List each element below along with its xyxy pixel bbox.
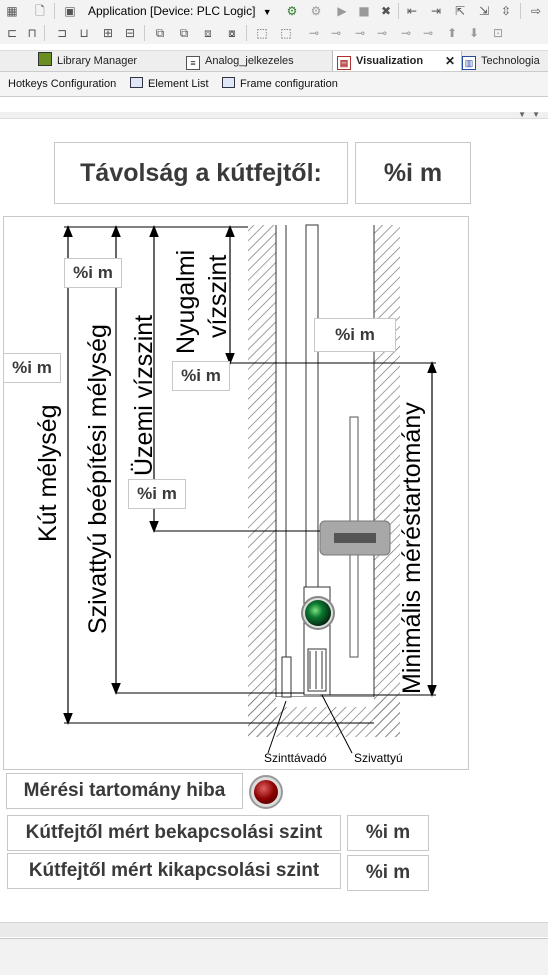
tab-label: Element List	[148, 78, 209, 90]
active-application-label: Application [Device: PLC Logic]	[88, 4, 256, 18]
level-sensor	[281, 656, 292, 698]
move-up-icon[interactable]: ⬆	[446, 26, 458, 40]
distance-value: %i m	[355, 142, 471, 204]
pump-depth-label: Szivattyú beépítési mélység	[84, 324, 112, 634]
well-wall-left	[248, 225, 276, 737]
tab-label: Frame configuration	[240, 78, 338, 90]
tab-label: Hotkeys Configuration	[8, 78, 117, 90]
close-icon[interactable]: ✕	[444, 54, 455, 68]
list-icon	[130, 77, 143, 88]
well-depth-value: %i m	[3, 353, 61, 383]
well-depth-label: Kút mélység	[34, 404, 62, 542]
step-out-icon[interactable]: ⇱	[454, 4, 466, 18]
measure-range-value: %i m	[314, 318, 396, 352]
center-v-icon[interactable]: ⊟	[124, 26, 136, 40]
stop-icon[interactable]: ■	[358, 4, 370, 18]
send-back-icon[interactable]: ⧉	[179, 26, 189, 40]
start-icon[interactable]: ▶	[337, 4, 347, 18]
static-level-label-1: Nyugalmi	[172, 249, 200, 354]
tab-technologia[interactable]: ▥ Technologia	[460, 51, 548, 71]
grid-snap-icon[interactable]: ⊡	[492, 26, 504, 40]
main-toolbar: ▦ 🗋 ▣ Application [Device: PLC Logic] ▼ …	[0, 0, 548, 22]
align-left-icon[interactable]: ⊏	[6, 26, 18, 40]
on-level-label: Kútfejtől mért bekapcsolási szint	[7, 815, 341, 851]
range-error-lamp	[249, 775, 283, 809]
program-icon: ≡	[186, 56, 200, 70]
next-statement-icon[interactable]: ⇨	[530, 4, 542, 18]
bottom-panel	[0, 938, 548, 975]
connector-4-icon[interactable]: ⊸	[376, 26, 388, 40]
visualization-icon: ▥	[462, 56, 476, 70]
step-into-icon[interactable]: ⇥	[430, 4, 442, 18]
frame-icon	[222, 77, 235, 88]
connector-5-icon[interactable]: ⊸	[400, 26, 412, 40]
operating-level-label: Üzemi vízszint	[130, 314, 158, 476]
device-icon[interactable]: ▣	[64, 4, 76, 18]
tab-frame-configuration[interactable]: Frame configuration	[222, 72, 342, 96]
tab-element-list[interactable]: Element List	[130, 72, 214, 96]
connector-2-icon[interactable]: ⊸	[330, 26, 342, 40]
group-icon[interactable]: ⧈	[204, 26, 212, 40]
library-icon	[38, 52, 52, 66]
visualization-toolbar: ⊏ ⊓ ⊐ ⊔ ⊞ ⊟ ⧉ ⧉ ⧈ ⧇ ⬚ ⬚ ⊸ ⊸ ⊸ ⊸ ⊸ ⊸ ⬆ ⬇ …	[0, 22, 548, 44]
same-width-icon[interactable]: ⬚	[256, 26, 268, 40]
same-height-icon[interactable]: ⬚	[280, 26, 292, 40]
tab-analog-jelkezeles[interactable]: ≡ Analog_jelkezeles	[182, 51, 326, 71]
reset-icon[interactable]: ✖	[380, 4, 392, 18]
operating-level-value: %i m	[128, 479, 186, 509]
pump-depth-value: %i m	[64, 258, 122, 288]
bring-front-icon[interactable]: ⧉	[155, 26, 165, 40]
active-application-combo[interactable]: Application [Device: PLC Logic] ▼	[88, 2, 272, 20]
move-down-icon[interactable]: ⬇	[468, 26, 480, 40]
tab-visualization[interactable]: ▤ Visualization ✕	[332, 51, 462, 71]
tab-hotkeys-configuration[interactable]: Hotkeys Configuration	[0, 72, 130, 96]
connector-1-icon[interactable]: ⊸	[308, 26, 320, 40]
chevron-down-icon[interactable]: ▼	[532, 110, 540, 119]
static-level-value: %i m	[172, 361, 230, 391]
new-file-icon[interactable]: 🗋	[35, 4, 45, 18]
alarm-lamp-icon	[254, 780, 278, 804]
horizontal-scrollbar[interactable]	[0, 922, 548, 937]
visualization-subtab-bar: Hotkeys Configuration Element List Frame…	[0, 72, 548, 97]
chevron-down-icon: ▼	[262, 7, 272, 17]
chevron-down-icon[interactable]: ▼	[518, 110, 526, 119]
breakpoint-icon[interactable]: ⇳	[500, 4, 512, 18]
login-icon[interactable]: ⚙	[286, 4, 298, 18]
editor-tab-bar: Library Manager ≡ Analog_jelkezeles ▤ Visu…	[0, 50, 548, 72]
align-top-icon[interactable]: ⊓	[27, 26, 37, 40]
tab-label: Visualization	[356, 55, 424, 67]
connector-3-icon[interactable]: ⊸	[354, 26, 366, 40]
on-level-value: %i m	[347, 815, 429, 851]
align-bottom-icon[interactable]: ⊔	[79, 26, 89, 40]
ungroup-icon[interactable]: ⧇	[228, 26, 236, 40]
min-measure-range-label: Minimális méréstartomány	[398, 402, 426, 694]
level-sensor-label: Szinttávadó	[264, 751, 327, 765]
grid-icon[interactable]: ▦	[6, 4, 18, 18]
range-error-label: Mérési tartomány hiba	[6, 773, 243, 809]
distance-title: Távolság a kútfejtől:	[54, 142, 348, 204]
tab-label: Analog_jelkezeles	[205, 55, 294, 67]
visualization-icon: ▤	[337, 56, 351, 70]
horizontal-ruler: ▼ ▼	[0, 110, 548, 119]
well-diagram	[63, 224, 437, 754]
tab-label: Library Manager	[57, 55, 138, 67]
well-wall-right	[374, 225, 400, 737]
logout-icon[interactable]: ⚙	[310, 4, 322, 18]
step-over-icon[interactable]: ⇤	[406, 4, 418, 18]
static-level-label-2: vízszint	[204, 254, 232, 338]
well-diagram-frame	[3, 216, 469, 770]
connector-6-icon[interactable]: ⊸	[422, 26, 434, 40]
center-h-icon[interactable]: ⊞	[102, 26, 114, 40]
pump-label: Szivattyú	[354, 751, 403, 765]
tab-library-manager[interactable]: Library Manager	[34, 51, 178, 71]
off-level-value: %i m	[347, 855, 429, 891]
off-level-label: Kútfejtől mért kikapcsolási szint	[7, 853, 341, 889]
tab-label: Technologia	[481, 55, 540, 67]
align-right-icon[interactable]: ⊐	[56, 26, 68, 40]
run-to-cursor-icon[interactable]: ⇲	[478, 4, 490, 18]
riser-pipe	[305, 224, 319, 588]
